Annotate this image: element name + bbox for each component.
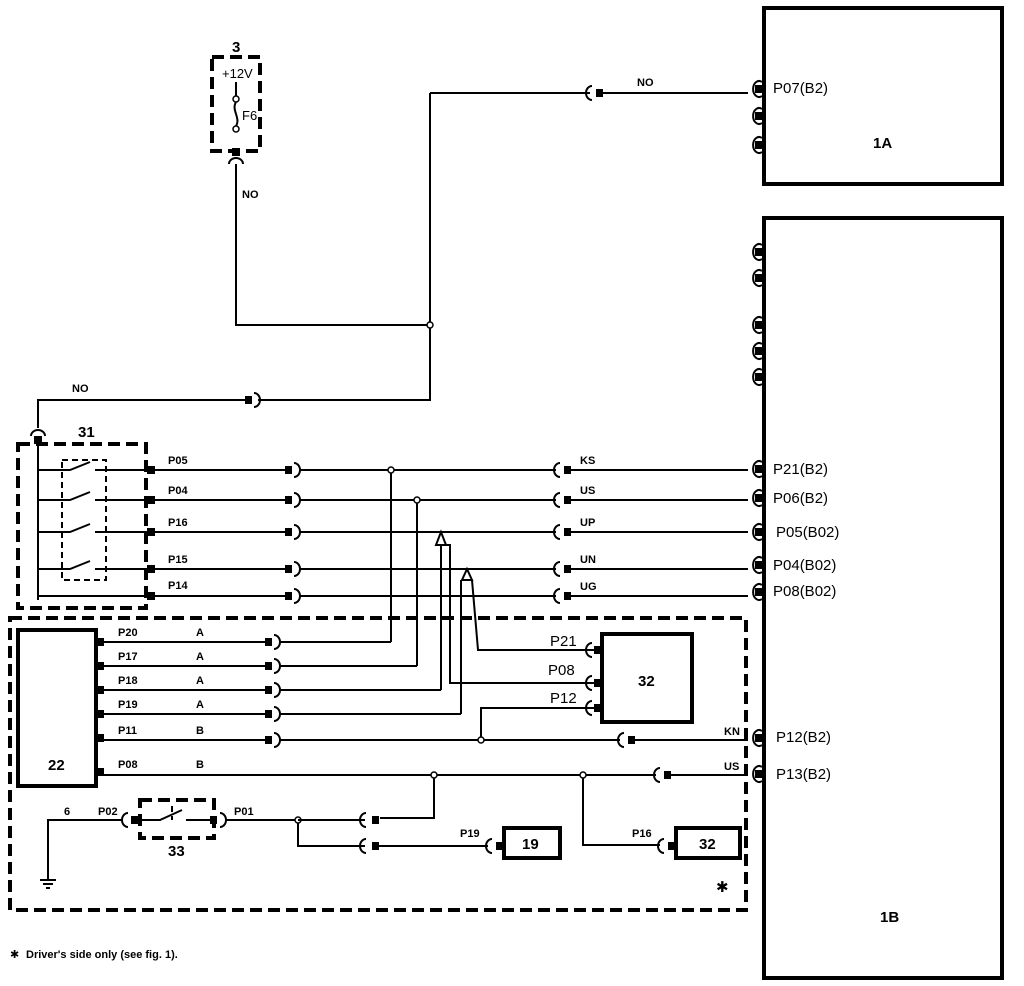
switch-33-circuit: 6 P02 33 P01 P19 19 P16 32 ✱	[40, 798, 742, 896]
driver-side-star: ✱	[716, 879, 729, 896]
unit-32-main-label: 32	[638, 673, 655, 690]
fuse-voltage: +12V	[222, 66, 253, 81]
wire-kn-label: KN	[724, 726, 740, 738]
pin-22-p11: P11	[118, 725, 137, 737]
pin-p13-b2: P13(B2)	[776, 766, 831, 783]
pin-31-p05: P05	[168, 455, 188, 467]
pin-33-p02: P02	[98, 806, 118, 818]
module-1a: 1A P07(B2)	[752, 6, 1004, 186]
pin-p12-b2: P12(B2)	[776, 729, 831, 746]
pin-22-p08: P08	[118, 759, 138, 771]
unit-22-wires: KN US	[104, 634, 748, 846]
pin-31-p16: P16	[168, 517, 188, 529]
wire-to-1a-label: NO	[637, 77, 654, 89]
module-1b-label: 1B	[880, 909, 899, 926]
wire-a4-label: A	[196, 699, 204, 711]
module-1b: 1B P21(B2) P06(B2) P05(B02) P04(B02) P08…	[752, 216, 1004, 980]
pin-p07-b2: P07(B2)	[773, 80, 828, 97]
switch-block-31: 31 P05 P04 P16 P15 P14	[16, 424, 188, 610]
unit-19-label: 19	[522, 836, 539, 853]
wire-a2-label: A	[196, 651, 204, 663]
pin-31-p14: P14	[168, 580, 188, 592]
pin-p04-b02: P04(B02)	[773, 557, 836, 574]
supply-wiring: NO NO	[30, 77, 748, 444]
wire-ks-label: KS	[580, 455, 595, 467]
pin-19-p19: P19	[460, 828, 480, 840]
pin-33-p01: P01	[234, 806, 254, 818]
fuse-box-3: 3 +12V F6 NO	[210, 39, 262, 201]
wire-a1-label: A	[196, 627, 204, 639]
wire-un-label: UN	[580, 554, 596, 566]
wire-ground-label: 6	[64, 806, 70, 818]
pin-31-p04: P04	[168, 485, 188, 497]
wire-us-top-label: US	[580, 485, 595, 497]
unit-32-main: 32 P21 P08 P12	[548, 632, 694, 724]
driver-side-region	[8, 616, 748, 912]
pin-22-p20: P20	[118, 627, 138, 639]
pin-p06-b2: P06(B2)	[773, 490, 828, 507]
switch-33-label: 33	[168, 843, 185, 860]
unit-22-label: 22	[48, 757, 65, 774]
pin-p05-b02: P05(B02)	[776, 524, 839, 541]
pin-32-p08: P08	[548, 662, 575, 679]
wire-up-label: UP	[580, 517, 595, 529]
module-1a-label: 1A	[873, 135, 892, 152]
pin-22-p17: P17	[118, 651, 138, 663]
pin-22-p19: P19	[118, 699, 138, 711]
pin-32-p21: P21	[550, 633, 577, 650]
wire-fuse-out-label: NO	[242, 189, 259, 201]
footnote-text: Driver's side only (see fig. 1).	[26, 949, 178, 961]
unit-32-small-label: 32	[699, 836, 716, 853]
pin-32-p12: P12	[550, 690, 577, 707]
fuse-box-label: 3	[232, 39, 240, 56]
switch-block-label: 31	[78, 424, 95, 441]
unit-22: 22 P20 P17 P18 P19 P11 P08 A A A A B B	[16, 627, 204, 788]
wire-us-bottom-label: US	[724, 761, 739, 773]
wire-ug-label: UG	[580, 581, 597, 593]
wire-b2-label: B	[196, 759, 204, 771]
fuse-f6-label: F6	[242, 108, 257, 123]
pin-32s-p16: P16	[632, 828, 652, 840]
pin-22-p18: P18	[118, 675, 138, 687]
wire-to-31-label: NO	[72, 383, 89, 395]
footnote: ✱ Driver's side only (see fig. 1).	[10, 949, 178, 961]
pin-p08-b02: P08(B02)	[773, 583, 836, 600]
footnote-star: ✱	[10, 949, 19, 961]
pin-31-p15: P15	[168, 554, 188, 566]
signal-wires: KS US UP UN UG	[155, 455, 748, 714]
pin-p21-b2: P21(B2)	[773, 461, 828, 478]
switch-contacts	[38, 461, 150, 597]
wire-b1-label: B	[196, 725, 204, 737]
wire-a3-label: A	[196, 675, 204, 687]
